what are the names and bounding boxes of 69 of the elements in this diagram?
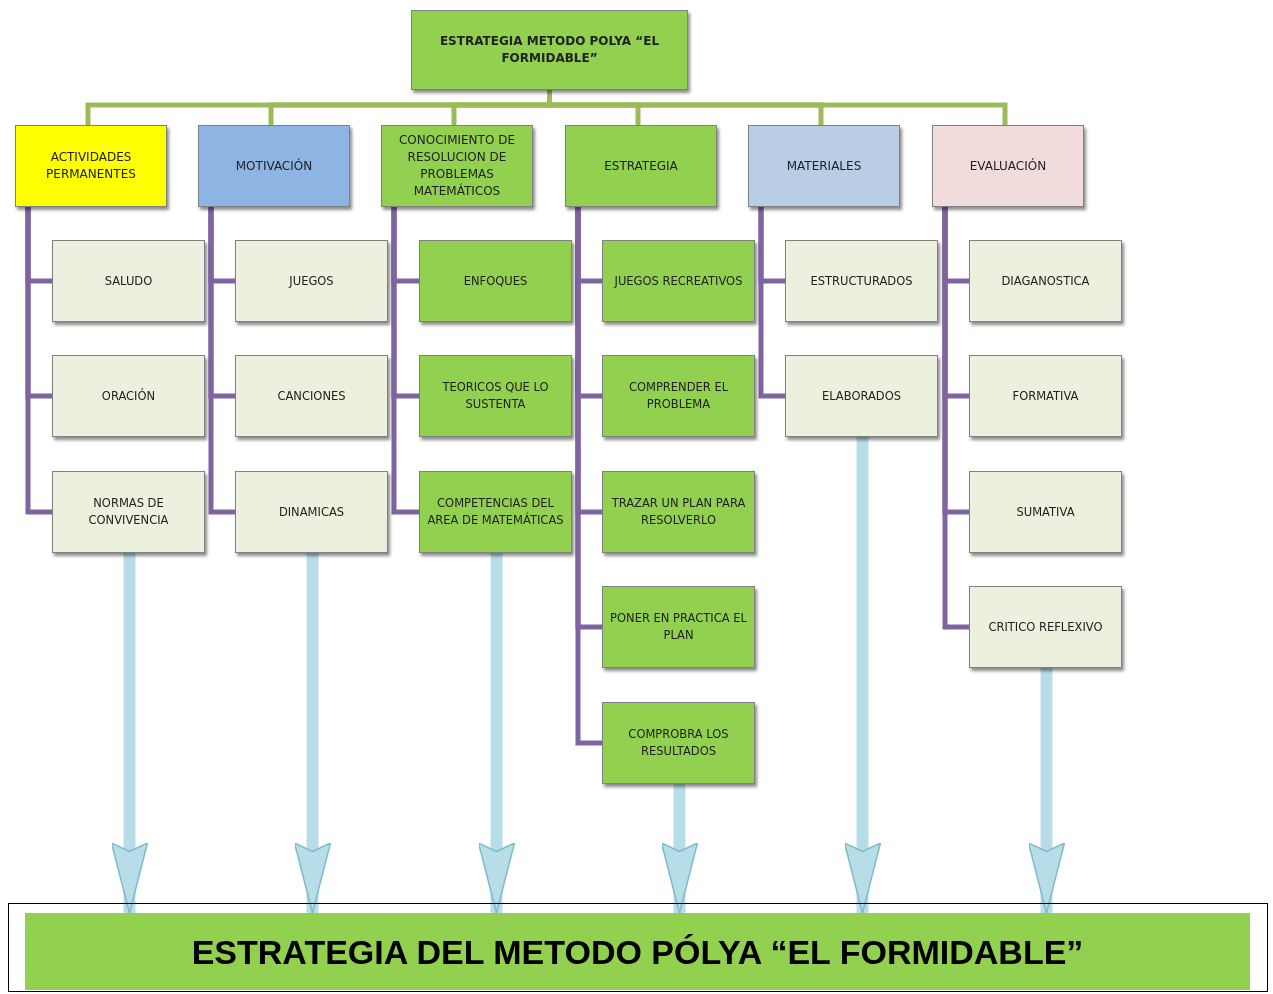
item-box — [235, 471, 388, 553]
node-label: ORACIÓN — [101, 387, 156, 405]
block-arrow — [843, 437, 882, 914]
block-arrow — [293, 553, 332, 914]
node-label: FORMATIVA — [1012, 387, 1079, 405]
item-box — [785, 355, 938, 437]
node-label: COMPROBRA LOS RESULTADOS — [627, 726, 730, 760]
item-box — [419, 240, 572, 322]
node-label: ACTIVIDADES PERMANENTES — [45, 149, 137, 183]
item-box — [419, 355, 572, 437]
node-label: CANCIONES — [277, 387, 346, 405]
node-label: MATERIALES — [786, 157, 862, 175]
item-box — [602, 702, 755, 784]
item-box — [969, 586, 1122, 668]
item-box — [419, 471, 572, 553]
item-box — [235, 240, 388, 322]
category-box — [748, 125, 900, 207]
node-label: TRAZAR UN PLAN PARA RESOLVERLO — [610, 495, 747, 529]
connector-line — [547, 90, 1008, 125]
title-banner — [25, 913, 1250, 990]
title-text: ESTRATEGIA DEL METODO PÓLYA “EL FORMIDABLE” — [191, 931, 1084, 972]
node-label: CONOCIMIENTO DE RESOLUCION DE PROBLEMAS MATEMÁTICOS — [398, 132, 516, 200]
item-box — [602, 471, 755, 553]
block-arrow — [110, 553, 149, 914]
category-box — [15, 125, 167, 207]
item-box — [969, 471, 1122, 553]
node-label: TEORICOS QUE LO SUSTENTA — [441, 379, 550, 413]
item-box — [602, 586, 755, 668]
node-label: CRITICO REFLEXIVO — [988, 618, 1103, 636]
block-arrow — [477, 553, 516, 914]
item-box — [785, 240, 938, 322]
node-label: DINAMICAS — [278, 503, 345, 521]
node-label: MOTIVACIÓN — [235, 157, 313, 175]
node-label: JUEGOS — [289, 272, 334, 290]
node-label: ESTRATEGIA METODO POLYA “EL FORMIDABLE” — [438, 33, 661, 67]
category-box — [565, 125, 717, 207]
node-label: COMPRENDER EL PROBLEMA — [627, 379, 730, 413]
connector-line — [391, 207, 419, 515]
node-label: SALUDO — [104, 272, 153, 290]
category-box — [198, 125, 350, 207]
block-arrow — [660, 784, 699, 914]
node-label: ELABORADOS — [821, 387, 902, 405]
item-box — [602, 355, 755, 437]
category-box — [381, 125, 533, 207]
connector-line — [25, 207, 52, 515]
item-box — [52, 471, 205, 553]
root-box — [411, 10, 688, 90]
item-box — [52, 355, 205, 437]
node-label: COMPETENCIAS DEL AREA DE MATEMÁTICAS — [426, 495, 565, 529]
node-label: JUEGOS RECREATIVOS — [614, 272, 743, 290]
connector-line — [758, 207, 785, 399]
block-arrow — [1027, 668, 1066, 914]
connector-line — [575, 207, 602, 746]
node-label: DIAGANOSTICA — [1001, 272, 1090, 290]
node-label: SUMATIVA — [1016, 503, 1075, 521]
node-label: NORMAS DE CONVIVENCIA — [87, 495, 170, 529]
item-box — [52, 240, 205, 322]
item-box — [969, 240, 1122, 322]
item-box — [602, 240, 755, 322]
connector-line — [942, 207, 969, 630]
node-label: PONER EN PRACTICA EL PLAN — [609, 610, 748, 644]
connector-line — [208, 207, 235, 515]
node-label: ESTRUCTURADOS — [810, 272, 913, 290]
item-box — [235, 355, 388, 437]
category-box — [932, 125, 1084, 207]
item-box — [969, 355, 1122, 437]
node-label: ESTRATEGIA — [604, 157, 678, 175]
node-label: ENFOQUES — [463, 272, 528, 290]
node-label: EVALUACIÓN — [969, 157, 1047, 175]
